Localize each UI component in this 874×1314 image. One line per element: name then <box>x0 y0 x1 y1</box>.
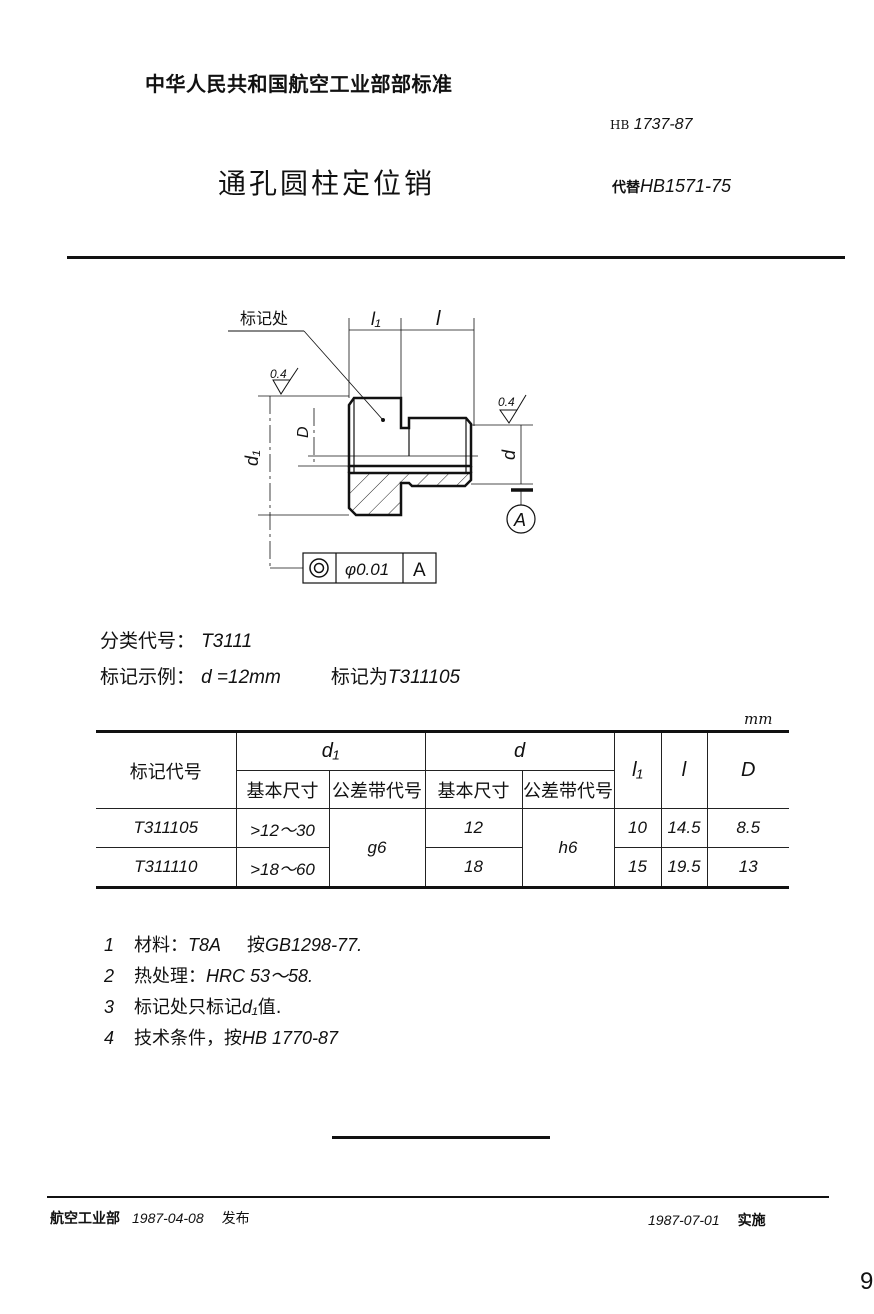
cell-d1-tol: g6 <box>328 808 426 888</box>
issue-info: 航空工业部 1987-04-08 发布 <box>50 1208 250 1228</box>
standard-prefix: HB <box>610 118 630 132</box>
replaces-number: HB1571-75 <box>640 176 732 196</box>
replaces-standard: 代替HB1571-75 <box>612 176 731 197</box>
note-number: 2 <box>104 966 115 986</box>
cell-D: 13 <box>706 847 789 888</box>
note-value: T8A <box>188 935 222 955</box>
cell-code: T311110 <box>96 847 237 888</box>
table-row: T311105 >12～30 g6 12 h6 10 14.5 8.5 <box>96 808 789 888</box>
header-D: D <box>706 731 789 809</box>
note-extra-label: 按 <box>247 935 266 956</box>
header-code: 标记代号 <box>96 731 237 809</box>
cell-l1: 10 <box>613 808 662 848</box>
dim-l1-label: l₁ <box>371 309 381 329</box>
note-label: 标记处只标记 <box>134 997 242 1018</box>
note-label: 热处理： <box>134 966 206 987</box>
cell-d-basic: 12 <box>424 808 523 848</box>
effective-info: 1987-07-01 实施 <box>636 1210 766 1230</box>
example-marking-label: 标记为 <box>330 666 388 688</box>
classification-label: 分类代号 <box>100 630 177 652</box>
end-divider <box>332 1136 550 1139</box>
header-l1: l₁ <box>613 731 662 809</box>
header-d1-tolerance-zone: 公差带代号 <box>328 770 426 809</box>
technical-notes: 1 材料：T8A 按GB1298-77. 2 热处理：HRC 53～58. 3 标记处只… <box>104 930 362 1054</box>
cell-d1-basic: >18～60 <box>235 847 330 888</box>
header-d1: d₁ <box>235 731 426 771</box>
issuing-organization: 中华人民共和国航空工业部部标准 <box>145 72 453 96</box>
pin-drawing-svg: 标记处 l₁ l 0.4 0.4 d₁ D d A φ0.01 A <box>228 308 536 584</box>
standard-number: 1737-87 <box>633 116 693 133</box>
issue-action: 发布 <box>221 1211 250 1227</box>
page-number: 9 <box>860 1268 874 1295</box>
note-item: 2 热处理：HRC 53～58. <box>104 961 362 992</box>
replaces-label: 代替 <box>612 180 640 196</box>
tolerance-value: φ0.01 <box>345 560 389 579</box>
note-item: 3 标记处只标记d₁值. <box>104 992 362 1023</box>
note-item: 1 材料：T8A 按GB1298-77. <box>104 930 362 961</box>
example-marking-value: T311105 <box>387 667 461 688</box>
header-divider <box>67 256 845 259</box>
note-number: 1 <box>104 935 115 955</box>
classification-separator: ： <box>176 630 196 652</box>
cell-d-basic: 18 <box>424 847 523 888</box>
note-value: HRC 53～58. <box>206 966 314 986</box>
classification-line: 分类代号： T3111 <box>100 626 252 653</box>
standard-code: HB 1737-87 <box>610 116 692 134</box>
cell-l: 19.5 <box>660 847 708 888</box>
note-label: 材料： <box>134 935 188 956</box>
header-d-basic-size: 基本尺寸 <box>424 770 523 809</box>
roughness-right-value: 0.4 <box>498 395 515 409</box>
dim-l-label: l <box>436 308 441 330</box>
header-d: d <box>424 731 615 771</box>
datum-a-label: A <box>513 510 526 530</box>
dim-d1-label: d₁ <box>242 450 262 466</box>
table-row: T311110 >18～60 18 15 19.5 13 <box>96 847 789 888</box>
technical-drawing: 标记处 l₁ l 0.4 0.4 d₁ D d A φ0.01 A <box>228 298 548 602</box>
dim-d-label: d <box>499 449 519 460</box>
cell-D: 8.5 <box>706 808 789 848</box>
table-unit: mm <box>744 710 773 728</box>
effective-date: 1987-07-01 <box>648 1212 720 1228</box>
roughness-left-value: 0.4 <box>270 367 287 381</box>
header-l: l <box>660 731 708 809</box>
example-separator: ： <box>176 666 196 688</box>
issue-date: 1987-04-08 <box>132 1210 204 1226</box>
dimensions-table: 标记代号 d₁ d l₁ l D 基本尺寸 公差带代号 基本尺寸 公差带代号 T… <box>96 730 789 889</box>
dim-D-label: D <box>295 426 312 438</box>
marking-location-label: 标记处 <box>240 309 288 328</box>
note-number: 3 <box>104 997 115 1017</box>
tolerance-datum: A <box>413 560 426 581</box>
issuer: 航空工业部 <box>50 1211 120 1227</box>
note-number: 4 <box>104 1028 115 1048</box>
classification-value: T3111 <box>201 631 253 652</box>
example-condition: d =12mm <box>201 667 281 688</box>
note-value: HB 1770-87 <box>242 1028 339 1048</box>
footer-divider <box>47 1196 829 1198</box>
header-d1-basic-size: 基本尺寸 <box>236 770 330 809</box>
cell-l: 14.5 <box>660 808 708 848</box>
header-d-tolerance-zone: 公差带代号 <box>521 770 614 809</box>
marking-example-line: 标记示例： d =12mm 标记为T311105 <box>100 662 460 689</box>
document-title: 通孔圆柱定位销 <box>218 167 436 200</box>
effective-action: 实施 <box>737 1213 766 1229</box>
cell-l1: 15 <box>613 847 662 888</box>
note-value: d₁ <box>242 997 258 1017</box>
example-label: 标记示例 <box>100 666 177 688</box>
cell-d1-basic: >12～30 <box>235 808 330 848</box>
note-label: 技术条件，按 <box>134 1028 242 1049</box>
cell-d-tol: h6 <box>521 808 615 888</box>
note-extra-label: 值. <box>257 997 282 1018</box>
note-extra-value: GB1298-77. <box>265 935 363 955</box>
note-item: 4 技术条件，按HB 1770-87 <box>104 1023 362 1054</box>
cell-code: T311105 <box>96 808 237 848</box>
